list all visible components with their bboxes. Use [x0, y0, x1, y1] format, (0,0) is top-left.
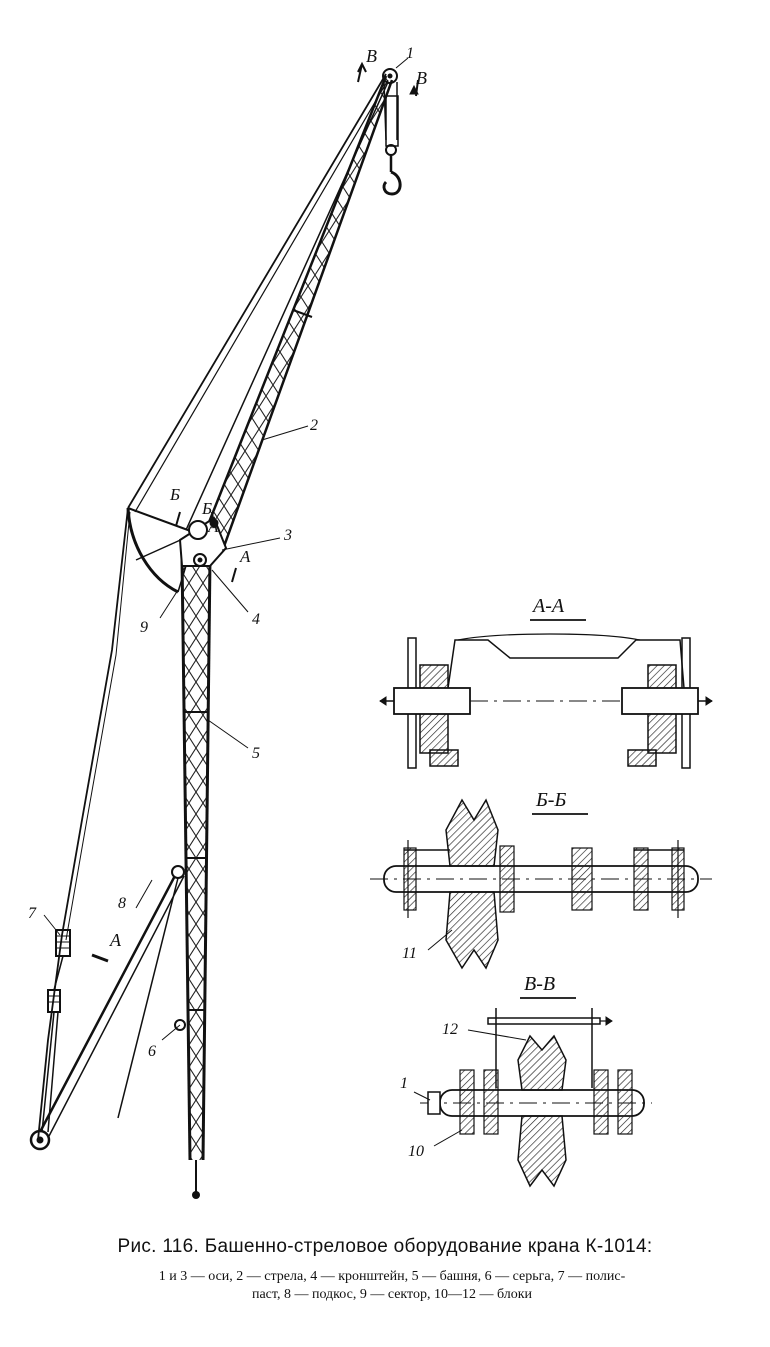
mark-b-left: Б [169, 485, 180, 504]
callout-1: 1 [406, 45, 414, 62]
callout-3: 3 [283, 527, 292, 544]
figure-caption: Рис. 116. Башенно-стреловое оборудование… [117, 1236, 653, 1257]
callout-11: 11 [402, 945, 417, 962]
callout-12: 12 [442, 1021, 458, 1038]
callout-10: 10 [408, 1143, 424, 1160]
boom [198, 75, 394, 553]
strut [38, 865, 186, 1139]
section-vv-title: В-В [524, 973, 555, 995]
figure-legend: 1 и 3 — оси, 2 — стрела, 4 — кронштейн, … [22, 1268, 762, 1304]
callout-5: 5 [252, 745, 260, 762]
section-markers [91, 61, 419, 963]
crane-drawing: В В Б Б А А А 1 2 3 4 5 6 7 8 9 А-А [28, 45, 713, 1199]
pendant-ropes [37, 73, 389, 1141]
mark-v-right: В [416, 68, 427, 88]
section-aa-title: А-А [531, 595, 565, 617]
callout-7: 7 [28, 905, 37, 922]
callout-1-section: 1 [400, 1075, 408, 1092]
callout-9: 9 [140, 619, 148, 636]
callout-2: 2 [310, 417, 318, 434]
mark-b-right: Б [201, 499, 212, 518]
polyspast [29, 929, 71, 1151]
mark-v-left: В [366, 46, 377, 66]
callout-6-tower: 6 [148, 1043, 156, 1060]
section-bb-title: Б-Б [535, 789, 566, 811]
section-bb: Б-Б 11 [370, 789, 712, 970]
legend-line-2: паст, 8 — подкос, 9 — сектор, 10—12 — бл… [251, 1287, 533, 1302]
mark-a-strut: А [109, 930, 122, 950]
tower [180, 557, 212, 1199]
mark-a-right: А [239, 547, 251, 566]
callout-4: 4 [252, 611, 260, 628]
callout-8: 8 [118, 895, 126, 912]
section-vv: В-В 12 1 10 [400, 973, 652, 1188]
legend-line-1: 1 и 3 — оси, 2 — стрела, 4 — кронштейн, … [158, 1269, 626, 1284]
leader-lines [43, 57, 409, 1041]
section-aa: А-А [379, 595, 713, 769]
mark-a-top: А [207, 517, 219, 536]
